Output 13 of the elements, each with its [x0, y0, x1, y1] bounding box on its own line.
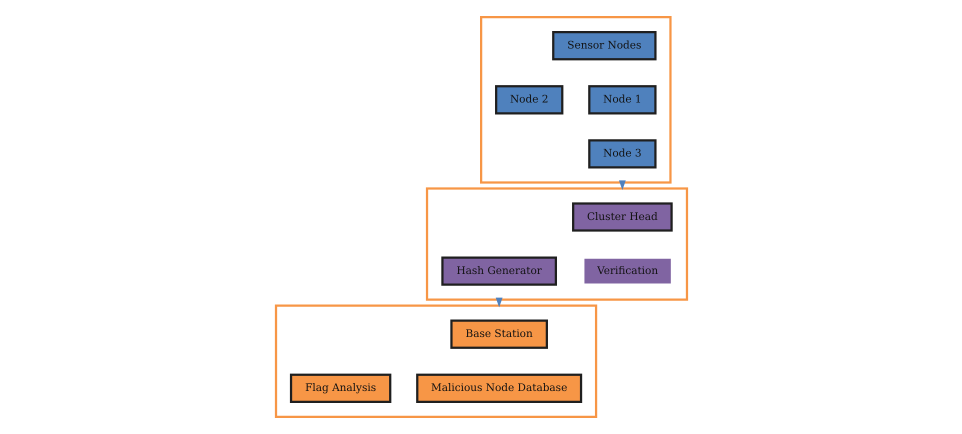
node-box: Malicious Node Database: [416, 374, 582, 403]
node-box: Node 2: [494, 85, 563, 114]
cluster: [425, 187, 688, 301]
node-box: Sensor Nodes: [552, 31, 656, 60]
node-box: Flag Analysis: [289, 374, 391, 403]
cluster: [480, 16, 672, 184]
node-box: Hash Generator: [440, 256, 556, 286]
node-box: Node 3: [588, 139, 656, 169]
node-box: Verification: [582, 256, 673, 286]
node-box: Base Station: [450, 320, 548, 349]
cluster: [274, 304, 597, 418]
node-box: Cluster Head: [572, 202, 672, 232]
node-box: Node 1: [588, 85, 656, 114]
